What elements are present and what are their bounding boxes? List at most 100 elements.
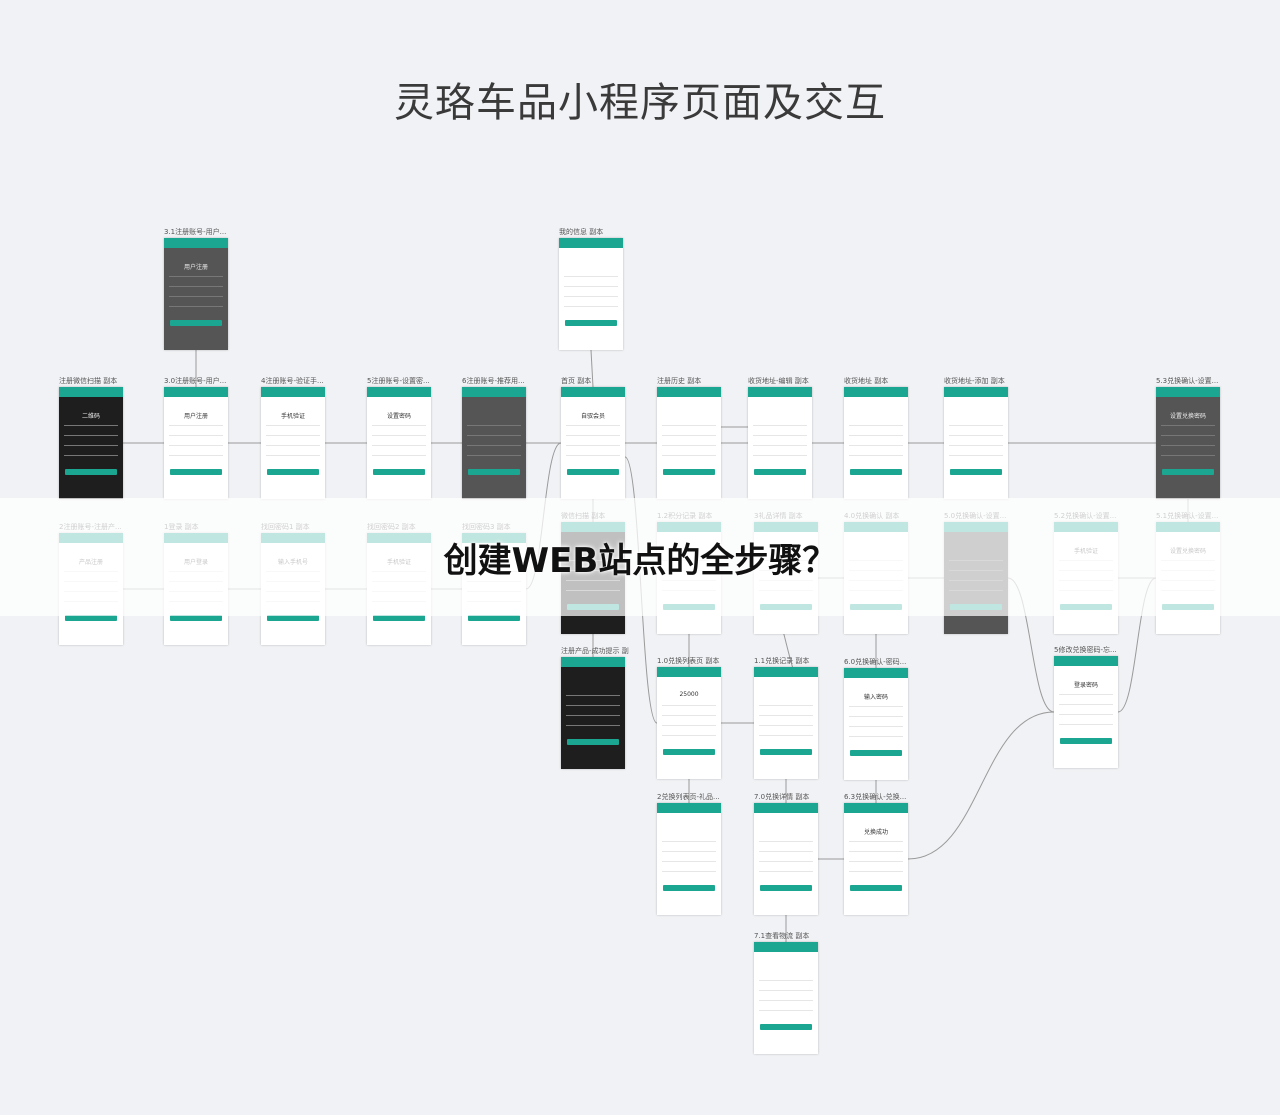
phone-screen[interactable] (944, 387, 1008, 499)
field-divider (849, 871, 903, 872)
primary-button[interactable] (567, 469, 619, 475)
screen-nav-bar (754, 667, 818, 677)
field-divider (1059, 724, 1113, 725)
field-divider (1161, 425, 1215, 426)
field-divider (759, 735, 813, 736)
field-divider (949, 445, 1003, 446)
field-divider (266, 435, 320, 436)
primary-button[interactable] (373, 469, 425, 475)
primary-button[interactable] (760, 749, 812, 755)
page-title: 灵珞车品小程序页面及交互 (394, 80, 886, 126)
primary-button[interactable] (663, 469, 715, 475)
primary-button[interactable] (65, 469, 117, 475)
screen-nav-bar (754, 803, 818, 813)
field-divider (467, 435, 521, 436)
phone-screen[interactable] (559, 238, 623, 350)
field-divider (1059, 694, 1113, 695)
field-divider (266, 445, 320, 446)
primary-button[interactable] (567, 739, 619, 745)
phone-screen[interactable]: 登录密码 (1054, 656, 1118, 768)
screen-heading: 自驭会员 (580, 413, 605, 420)
screen-nav-bar (844, 668, 908, 678)
field-divider (566, 445, 620, 446)
field-divider (372, 435, 426, 436)
primary-button[interactable] (170, 469, 222, 475)
primary-button[interactable] (760, 885, 812, 891)
primary-button[interactable] (267, 615, 319, 621)
phone-screen[interactable]: 设置密码 (367, 387, 431, 499)
connector (907, 711, 1055, 860)
primary-button[interactable] (950, 469, 1002, 475)
field-divider (1161, 445, 1215, 446)
field-divider (64, 455, 118, 456)
primary-button[interactable] (65, 615, 117, 621)
phone-screen[interactable]: 自驭会员 (561, 387, 625, 499)
field-divider (372, 445, 426, 446)
primary-button[interactable] (267, 469, 319, 475)
frame-label: 2兑换列表页-礼品... (657, 793, 720, 801)
frame-label: 5修改兑换密码-忘... (1054, 646, 1117, 654)
field-divider (949, 455, 1003, 456)
field-divider (849, 455, 903, 456)
field-divider (759, 980, 813, 981)
primary-button[interactable] (170, 615, 222, 621)
field-divider (759, 715, 813, 716)
phone-screen[interactable]: 25000 (657, 667, 721, 779)
field-divider (564, 276, 618, 277)
phone-screen[interactable] (657, 387, 721, 499)
primary-button[interactable] (565, 320, 617, 326)
overlay-band (0, 498, 1280, 616)
screen-heading: 登录密码 (1073, 682, 1098, 689)
primary-button[interactable] (663, 749, 715, 755)
phone-screen[interactable] (754, 667, 818, 779)
phone-screen[interactable] (462, 387, 526, 499)
screen-heading: 手机验证 (280, 413, 305, 420)
screen-heading: 兑换成功 (863, 829, 888, 836)
field-divider (759, 851, 813, 852)
field-divider (662, 735, 716, 736)
primary-button[interactable] (170, 320, 222, 326)
phone-screen[interactable]: 设置兑换密码 (1156, 387, 1220, 499)
screen-heading: 25000 (679, 691, 699, 698)
primary-button[interactable] (663, 885, 715, 891)
primary-button[interactable] (754, 469, 806, 475)
phone-screen[interactable] (754, 803, 818, 915)
field-divider (169, 425, 223, 426)
frame-label: 注册历史 副本 (657, 377, 702, 385)
field-divider (169, 306, 223, 307)
field-divider (662, 455, 716, 456)
field-divider (759, 861, 813, 862)
field-divider (1161, 455, 1215, 456)
field-divider (849, 851, 903, 852)
phone-screen[interactable] (844, 387, 908, 499)
phone-screen[interactable] (754, 942, 818, 1054)
primary-button[interactable] (850, 469, 902, 475)
primary-button[interactable] (1060, 738, 1112, 744)
field-divider (759, 990, 813, 991)
primary-button[interactable] (468, 469, 520, 475)
phone-screen[interactable]: 二维码 (59, 387, 123, 499)
phone-screen[interactable] (561, 657, 625, 769)
primary-button[interactable] (468, 615, 520, 621)
phone-screen[interactable]: 兑换成功 (844, 803, 908, 915)
phone-screen[interactable] (657, 803, 721, 915)
phone-screen[interactable]: 输入密码 (844, 668, 908, 780)
primary-button[interactable] (373, 615, 425, 621)
field-divider (1161, 435, 1215, 436)
primary-button[interactable] (760, 1024, 812, 1030)
phone-screen[interactable]: 用户注册 (164, 387, 228, 499)
phone-screen[interactable]: 用户注册 (164, 238, 228, 350)
field-divider (566, 435, 620, 436)
screen-nav-bar (561, 387, 625, 397)
field-divider (849, 425, 903, 426)
phone-screen[interactable] (748, 387, 812, 499)
primary-button[interactable] (1162, 469, 1214, 475)
phone-screen[interactable]: 手机验证 (261, 387, 325, 499)
primary-button[interactable] (850, 885, 902, 891)
primary-button[interactable] (850, 750, 902, 756)
screen-nav-bar (1156, 387, 1220, 397)
field-divider (662, 861, 716, 862)
frame-label: 1.0兑换列表页 副本 (657, 657, 720, 665)
